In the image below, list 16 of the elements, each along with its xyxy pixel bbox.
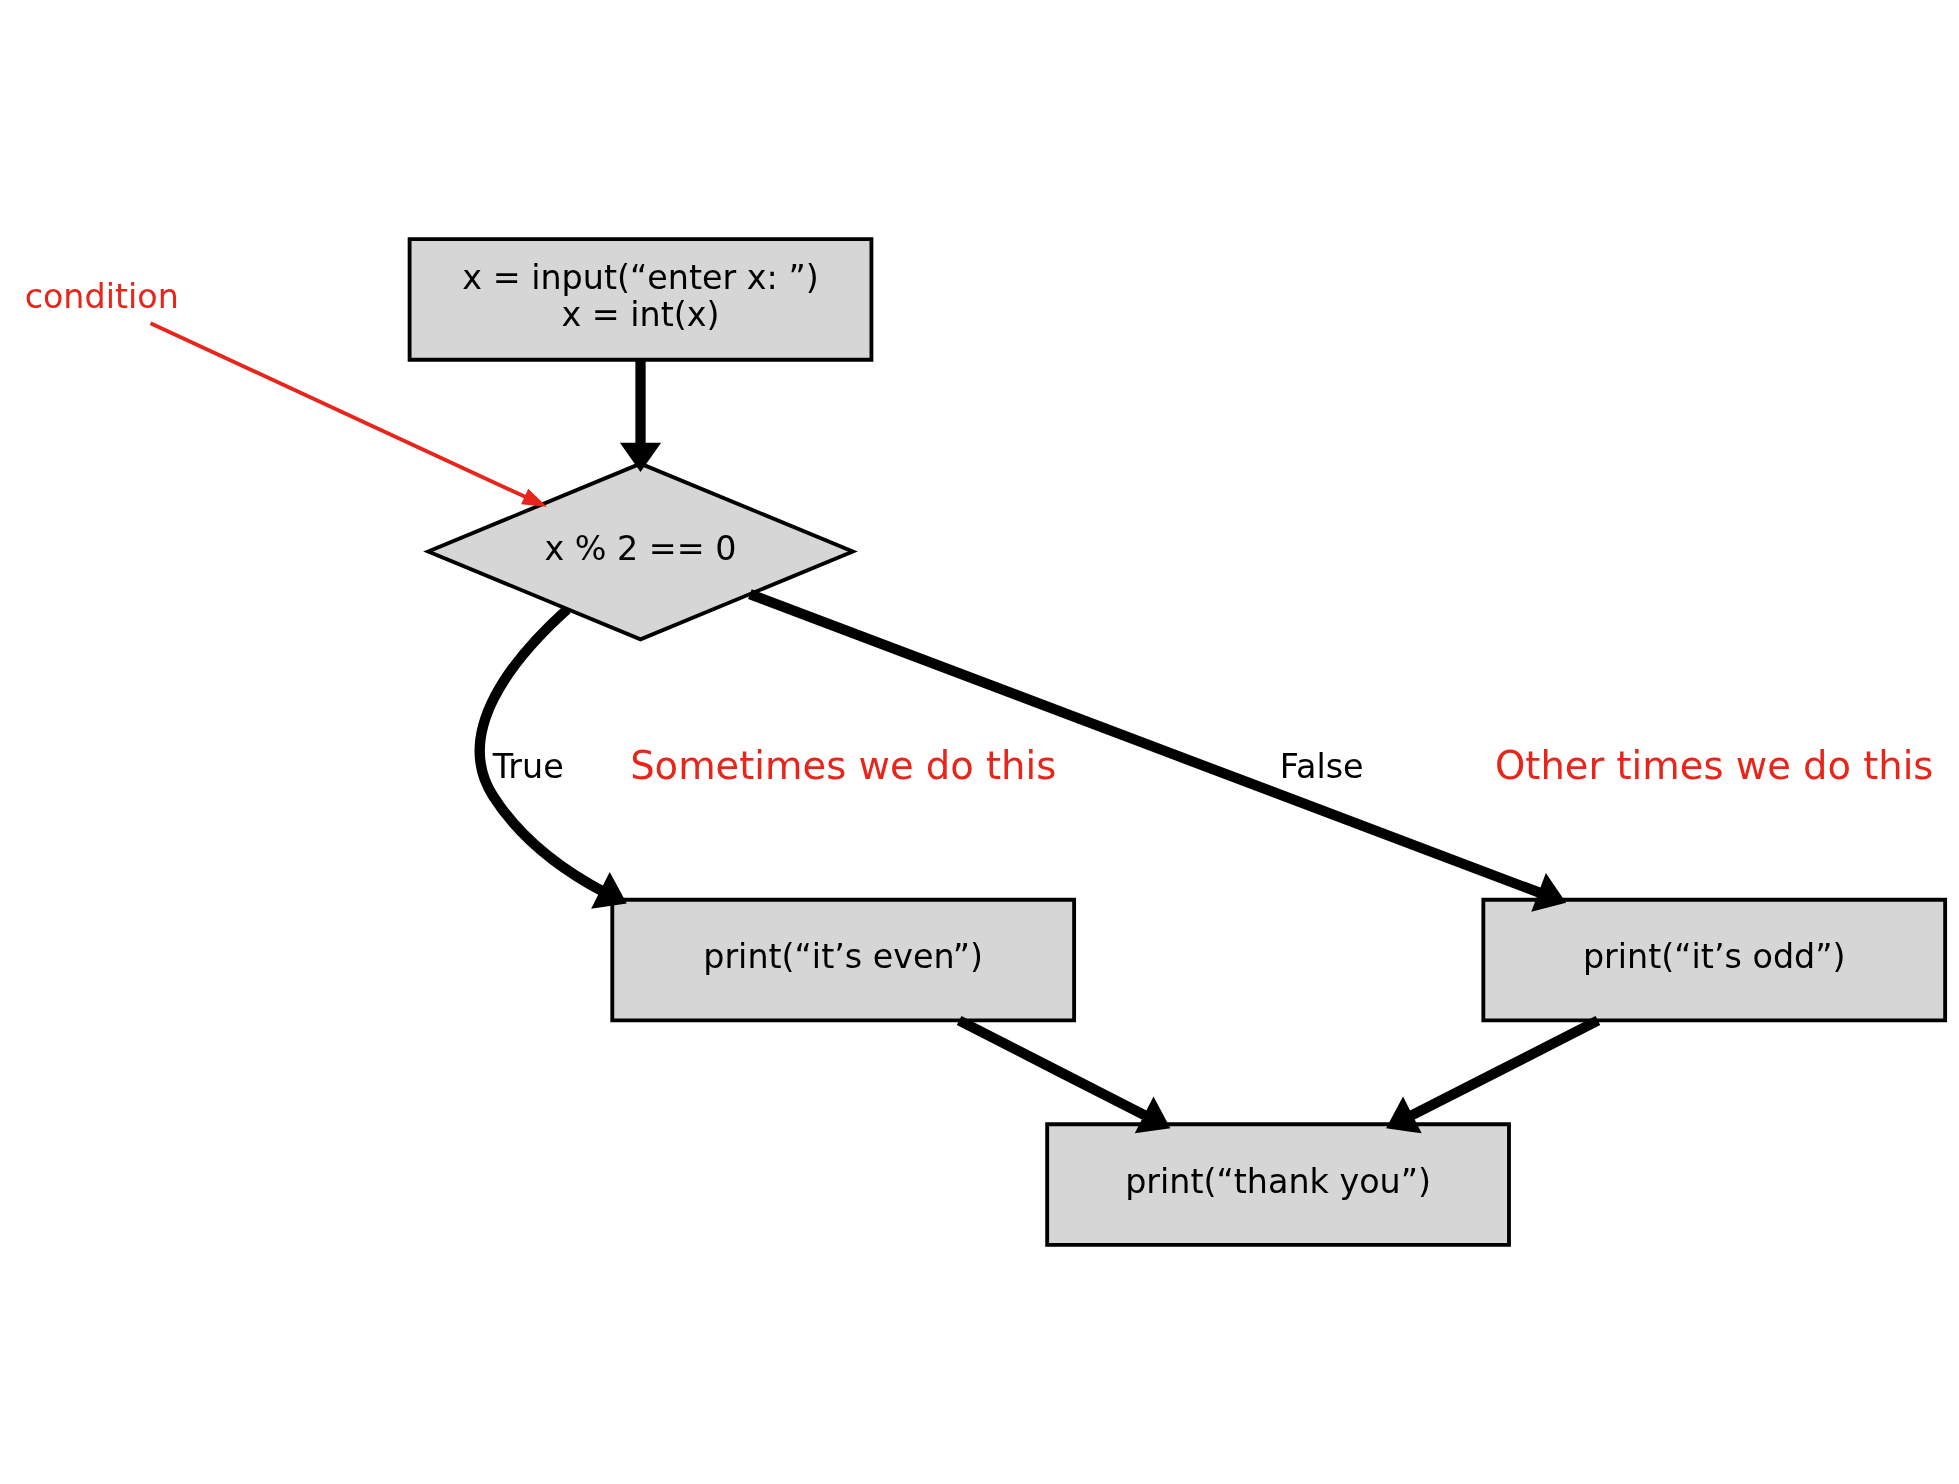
node-box: print(“thank you”): [1045, 1122, 1511, 1247]
node-box: print(“it’s even”): [610, 897, 1077, 1023]
arrow: [1386, 1015, 1601, 1134]
node-box: print(“it’s odd”): [1481, 897, 1948, 1023]
node-label: Sometimes we do this: [630, 743, 1057, 789]
arrow: [619, 359, 662, 473]
node-text: condition: [24, 276, 179, 316]
arrow: [956, 1015, 1171, 1134]
node-box: x = input(“enter x: ”) x = int(x): [407, 237, 874, 362]
edge-label: False: [1279, 746, 1364, 786]
arrow: [474, 605, 627, 909]
edge-label: True: [492, 746, 564, 786]
arrow: [149, 321, 547, 507]
node-diamond: x % 2 == 0: [423, 461, 858, 642]
node-label: Other times we do this: [1495, 743, 1934, 789]
arrow: [748, 589, 1567, 912]
